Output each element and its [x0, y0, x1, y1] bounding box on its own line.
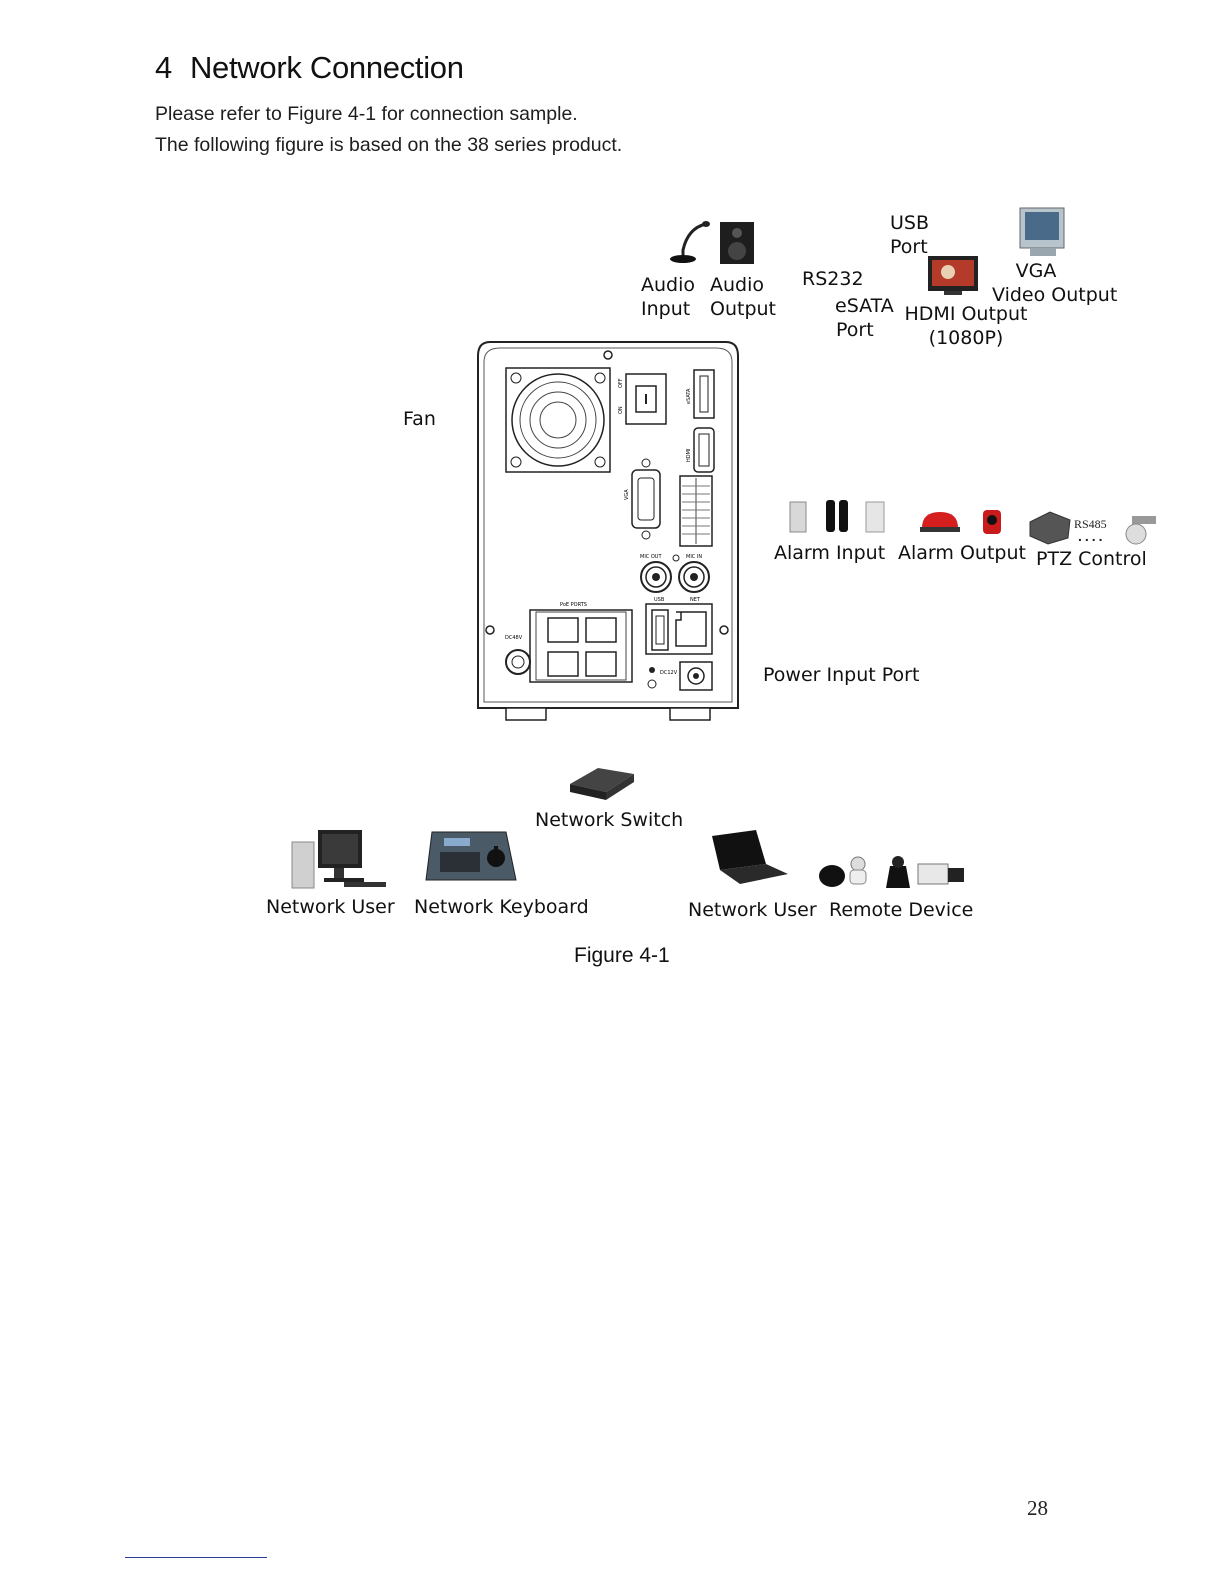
mic-out-jack-icon [640, 561, 672, 593]
power-input-port-label: Power Input Port [763, 664, 920, 686]
audio-output-label-line2: Output [710, 298, 776, 320]
alarm-terminal-block-icon [679, 475, 713, 547]
alarm-output-label: Alarm Output [898, 542, 1026, 564]
mic-in-label: MIC IN [686, 554, 702, 560]
ptz-controller-icon [1029, 511, 1071, 545]
dc48v-label: DC48V [505, 635, 523, 641]
audio-input-label: Audio Input [641, 273, 695, 321]
remote-device-label: Remote Device [829, 899, 974, 921]
network-keyboard-icon [425, 831, 517, 881]
rs232-label: RS232 [802, 268, 864, 290]
device-rear-panel: OFF ON eSATA HDMI VGA MIC OUT MIC IN [477, 341, 739, 721]
usb-port-icon [651, 609, 669, 651]
section-title: Network Connection [189, 50, 464, 85]
mic-out-label: MIC OUT [640, 554, 662, 560]
desktop-computer-icon [291, 830, 386, 889]
rs485-label: RS485 [1074, 517, 1107, 531]
hdmi-port-label: HDMI [686, 449, 692, 462]
section-number: 4 [155, 50, 172, 85]
poe-ports-label: PoE PORTS [560, 602, 587, 608]
vga-video-output-label: VGA Video Output [992, 259, 1118, 307]
esata-callout-line1: eSATA [835, 295, 894, 317]
vga-port-icon [631, 458, 661, 540]
hdmi-output-label: HDMI Output (1080P) [904, 302, 1028, 350]
alarm-output-devices-icon [920, 510, 1001, 534]
microphone-icon [670, 221, 710, 263]
figure-caption: Figure 4-1 [574, 944, 670, 967]
usb-callout-line2: Port [890, 236, 928, 258]
footnote-separator-line [125, 1557, 267, 1558]
usb-port-label: USB [654, 597, 665, 603]
esata-callout-line2: Port [836, 319, 874, 341]
page-number: 28 [1027, 1496, 1048, 1520]
power-jack-icon [679, 661, 713, 691]
vga-label-line1: VGA [1015, 260, 1057, 282]
fan-grille-icon [505, 367, 611, 473]
paragraph-2: The following figure is based on the 38 … [155, 134, 623, 156]
section-heading: 4 Network Connection [155, 50, 464, 86]
switch-on-label: ON [618, 406, 624, 414]
vga-port-label: VGA [624, 489, 630, 500]
remote-camera-devices-icon [819, 856, 964, 888]
network-user-right-label: Network User [688, 899, 817, 921]
audio-input-label-line1: Audio [641, 274, 696, 296]
dc12v-label: DC12V [660, 670, 678, 676]
esata-port-label: eSATA [686, 388, 692, 404]
network-user-left-label: Network User [266, 896, 395, 918]
vga-monitor-icon [1019, 207, 1065, 256]
hdmi-output-label-line1: HDMI Output [904, 303, 1028, 325]
hdmi-monitor-icon [928, 256, 978, 295]
laptop-computer-icon [712, 830, 788, 884]
audio-input-label-line2: Input [641, 298, 691, 320]
hdmi-output-label-line2: (1080P) [928, 327, 1004, 349]
rs485-dotted-line: .... [1078, 528, 1106, 544]
speaker-icon [720, 222, 754, 264]
fan-label: Fan [403, 408, 436, 430]
network-keyboard-label: Network Keyboard [414, 896, 589, 918]
net-port-label: NET [690, 597, 701, 603]
vga-label-line2: Video Output [992, 284, 1118, 306]
switch-off-label: OFF [618, 378, 624, 388]
figure-illustration: OFF ON eSATA HDMI VGA MIC OUT MIC IN [291, 207, 1156, 889]
paragraph-1: Please refer to Figure 4-1 for connectio… [155, 103, 578, 125]
ptz-control-label: PTZ Control [1036, 548, 1147, 570]
mic-in-jack-icon [678, 561, 710, 593]
poe-ports-icon [529, 609, 633, 683]
ptz-dome-camera-icon [1125, 516, 1156, 545]
usb-callout-line1: USB [890, 212, 930, 234]
network-switch-icon [570, 768, 634, 800]
dc48v-jack-icon [505, 649, 531, 675]
usb-port-callout: USB Port [890, 211, 929, 259]
audio-output-label: Audio Output [710, 273, 776, 321]
net-port-icon [675, 611, 707, 647]
network-switch-label: Network Switch [535, 809, 684, 831]
alarm-input-label: Alarm Input [774, 542, 886, 564]
esata-port-callout: eSATA Port [835, 294, 894, 342]
audio-output-label-line1: Audio [710, 274, 765, 296]
alarm-input-sensors-icon [789, 500, 885, 533]
